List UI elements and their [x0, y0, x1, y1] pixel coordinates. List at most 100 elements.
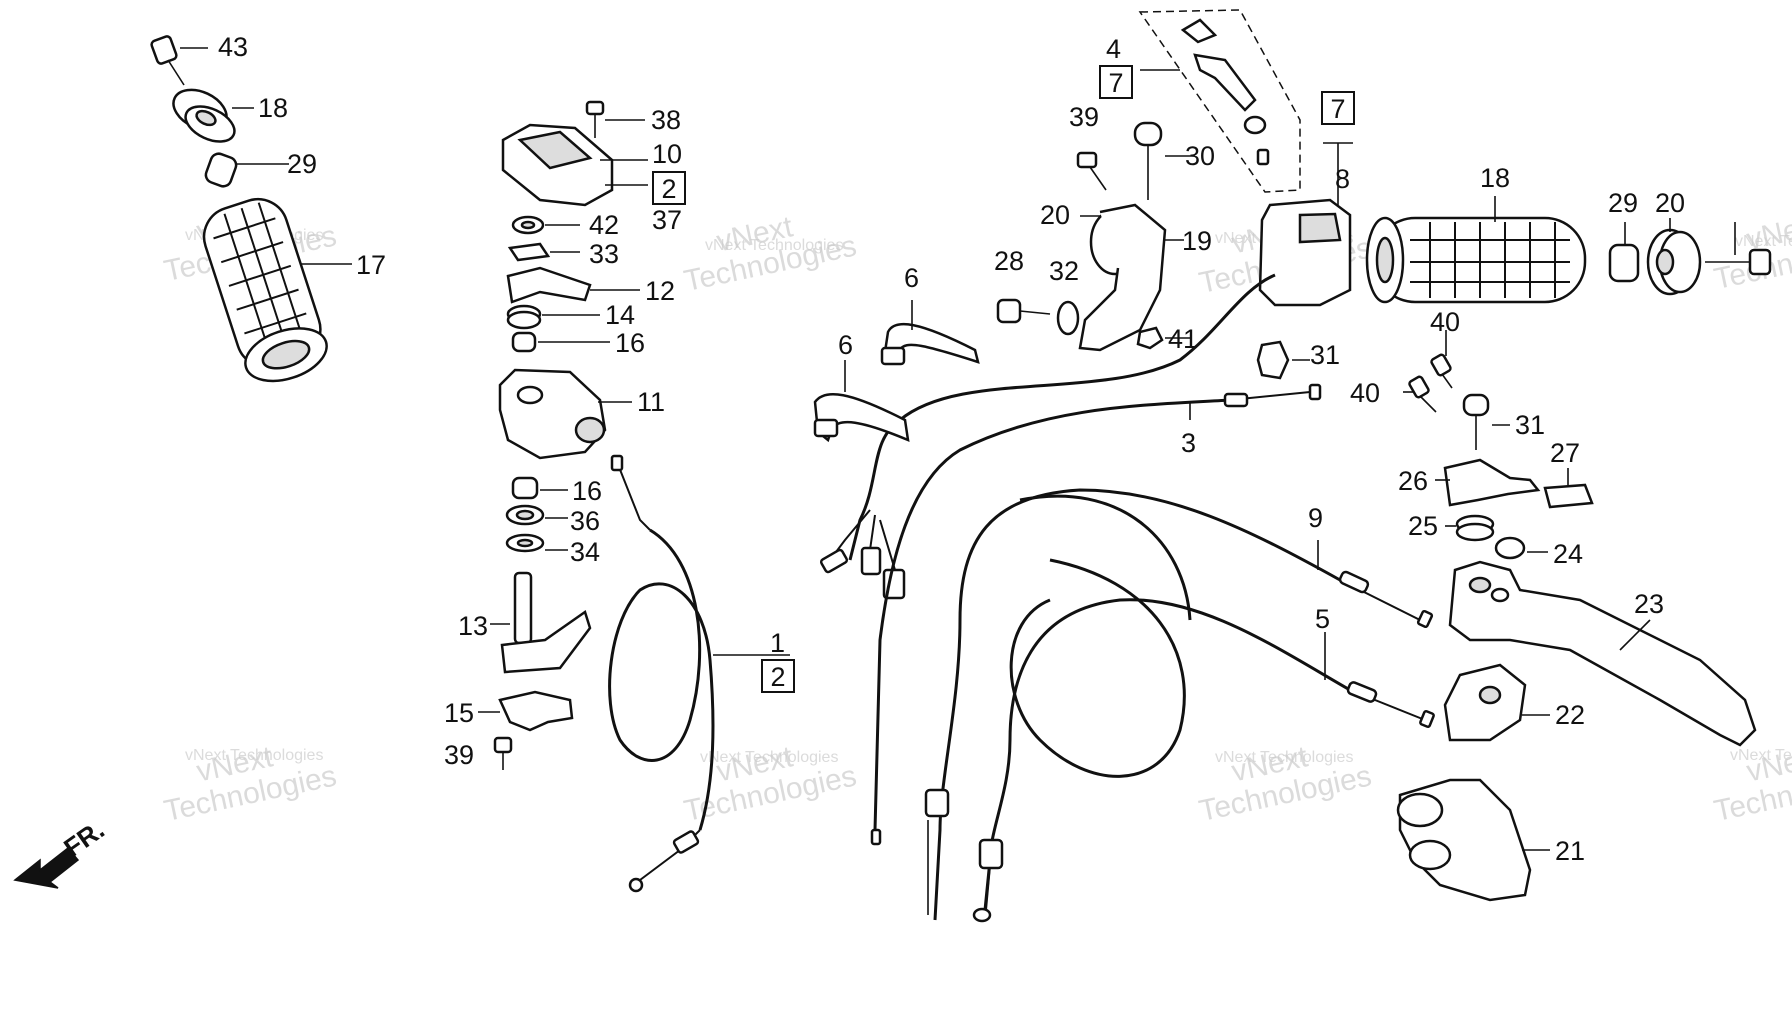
screw-39-top: [1076, 151, 1107, 191]
callout-15: 15: [444, 698, 474, 728]
callout-20: 20: [1040, 200, 1070, 230]
spring-25: [1445, 514, 1495, 542]
switch-wire-harness: [819, 273, 1276, 600]
callout-6-upper: 6: [904, 263, 919, 293]
callout-30: 30: [1185, 141, 1215, 171]
switch-housing-8: [1258, 142, 1353, 307]
spring-14: [506, 304, 600, 330]
callout-8: 8: [1335, 164, 1350, 194]
callout-14: 14: [605, 300, 635, 330]
bolt-31: [1462, 393, 1510, 450]
callout-6-lower: 6: [838, 330, 853, 360]
grip-17-right: [1365, 196, 1587, 304]
watermark: vNext Technologies: [1735, 233, 1792, 250]
callout-22: 22: [1555, 700, 1585, 730]
callout-39-bottom: 39: [444, 740, 474, 770]
callout-42: 42: [589, 210, 619, 240]
watermark: vNext Technologies: [1196, 740, 1374, 828]
callout-19: 19: [1182, 226, 1212, 256]
callout-16-top: 16: [615, 328, 645, 358]
nut-41: [1136, 326, 1192, 350]
watermark: vNext Technologies: [705, 237, 843, 254]
lock-26: [1435, 458, 1541, 507]
callout-18-right: 20: [1655, 188, 1685, 218]
throttle-housing-assembly: [478, 100, 648, 770]
callout-13: 13: [458, 611, 488, 641]
brake-lever-23: [1448, 560, 1757, 747]
bolt-28: [996, 298, 1051, 324]
collar-29-left: [204, 152, 238, 188]
callout-37: 37: [652, 205, 682, 235]
callout-18-left: 18: [258, 93, 288, 123]
bolt-43-left: [150, 35, 185, 86]
callout-34: 34: [570, 537, 600, 567]
callout-40-upper: 40: [1430, 307, 1460, 337]
svg-text:7: 7: [1108, 68, 1123, 98]
collar-29-right: [1608, 222, 1640, 283]
bushing-16-top: [511, 331, 610, 353]
seal-36: [505, 504, 568, 526]
watermark: vNext Technologies: [185, 747, 323, 764]
cable-5: [972, 598, 1435, 923]
callout-39-top: 39: [1069, 102, 1099, 132]
end-weight-18-left: [172, 88, 236, 143]
callout-40-lower: 40: [1350, 378, 1380, 408]
callout-43-left: 43: [218, 32, 248, 62]
throttle-lever-13: [490, 571, 592, 674]
watermark: vNext Technologies: [1711, 740, 1792, 828]
bolt-40-upper: [1430, 330, 1453, 389]
cable-loops: [1009, 494, 1192, 778]
boxed-label-2-top: 2: [652, 171, 686, 205]
boxed-label-7-left: 7: [1099, 65, 1133, 99]
callout-36: 36: [570, 506, 600, 536]
callout-41: 41: [1168, 324, 1198, 354]
bolt-43-right: [1705, 222, 1772, 276]
callout-17-left: 17: [356, 250, 386, 280]
grip-17-left: [202, 197, 328, 383]
nut-42: [511, 215, 580, 235]
callout-32: 32: [1049, 256, 1079, 286]
watermark: vNext Technologies: [161, 740, 339, 828]
washer-34: [505, 533, 568, 553]
cable-3: [870, 383, 1322, 846]
callout-31: 31: [1515, 410, 1545, 440]
bolt-40-lower: [1403, 375, 1437, 413]
boxed-label-2-cable: 2: [761, 659, 795, 693]
nut-24: [1494, 536, 1548, 560]
callout-5: 5: [1315, 604, 1330, 634]
watermark: vNext Technologies: [1730, 747, 1792, 764]
watermark: vNext Technologies: [681, 740, 859, 828]
callout-4: 4: [1106, 34, 1121, 64]
callout-12: 12: [645, 276, 675, 306]
plate-12: [506, 266, 640, 304]
grommet-35: [1256, 340, 1310, 380]
callout-1: 1: [770, 628, 785, 658]
bushing-16-bottom: [511, 476, 568, 500]
lever-bracket-19: [1078, 203, 1184, 352]
throttle-housing-11: [498, 368, 632, 460]
throttle-cover-10: [501, 123, 648, 207]
bolt-30: [1133, 121, 1195, 200]
lever-cover-21: [1396, 778, 1550, 902]
callout-35: 31: [1310, 340, 1340, 370]
callout-11: 11: [637, 387, 665, 417]
callout-9: 9: [1308, 503, 1323, 533]
screw-38: [585, 100, 645, 138]
callout-17-right: 18: [1480, 163, 1510, 193]
callout-38: 38: [651, 105, 681, 135]
left-grip-assembly: [150, 35, 352, 383]
callout-29-left: 29: [287, 149, 317, 179]
boxed-label-7-right: 7: [1321, 91, 1355, 125]
callout-21: 21: [1555, 836, 1585, 866]
end-weight-18-right: [1646, 218, 1702, 296]
svg-text:2: 2: [661, 174, 676, 204]
throttle-cable-1: [608, 454, 790, 893]
front-direction-arrow: FR.: [13, 814, 110, 889]
clip-6-upper: [880, 300, 980, 366]
callout-16-bottom: 16: [572, 476, 602, 506]
callout-3: 3: [1181, 428, 1196, 458]
clamp-15: [478, 690, 574, 732]
clip-6-lower: [813, 360, 910, 443]
callout-28: 28: [994, 246, 1024, 276]
